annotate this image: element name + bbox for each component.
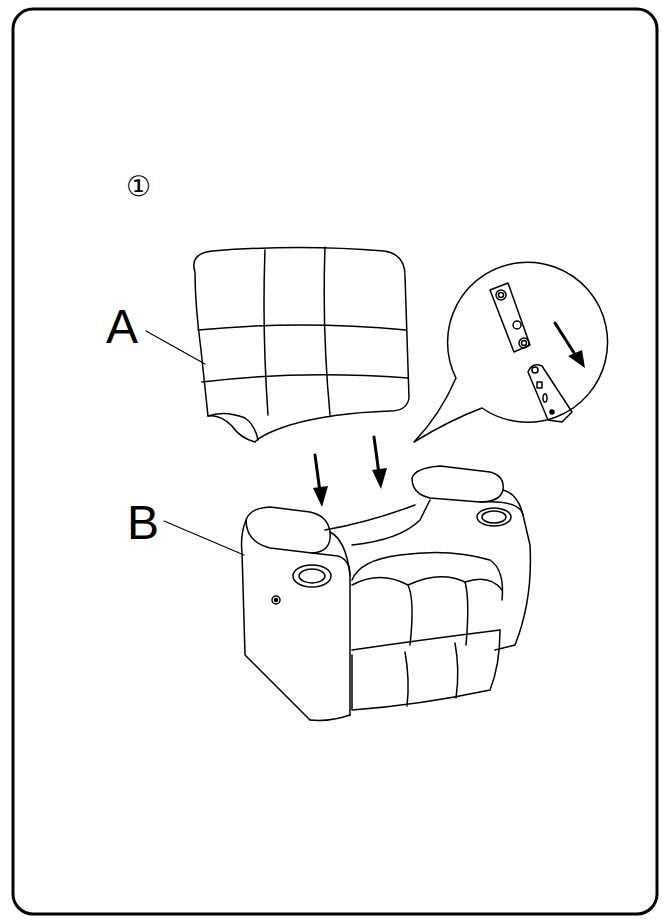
leader-line [164,521,244,555]
arrow-head [568,350,585,368]
back-cushion [194,247,409,442]
detail-callout [414,262,608,442]
direction-arrow [315,437,379,492]
step-number: ① [126,173,151,201]
part-label: B [127,499,159,547]
recliner-body [242,466,531,720]
part-label: A [106,303,138,351]
arrow-head [313,468,387,507]
leader-line [146,331,205,364]
page-frame [13,9,657,914]
